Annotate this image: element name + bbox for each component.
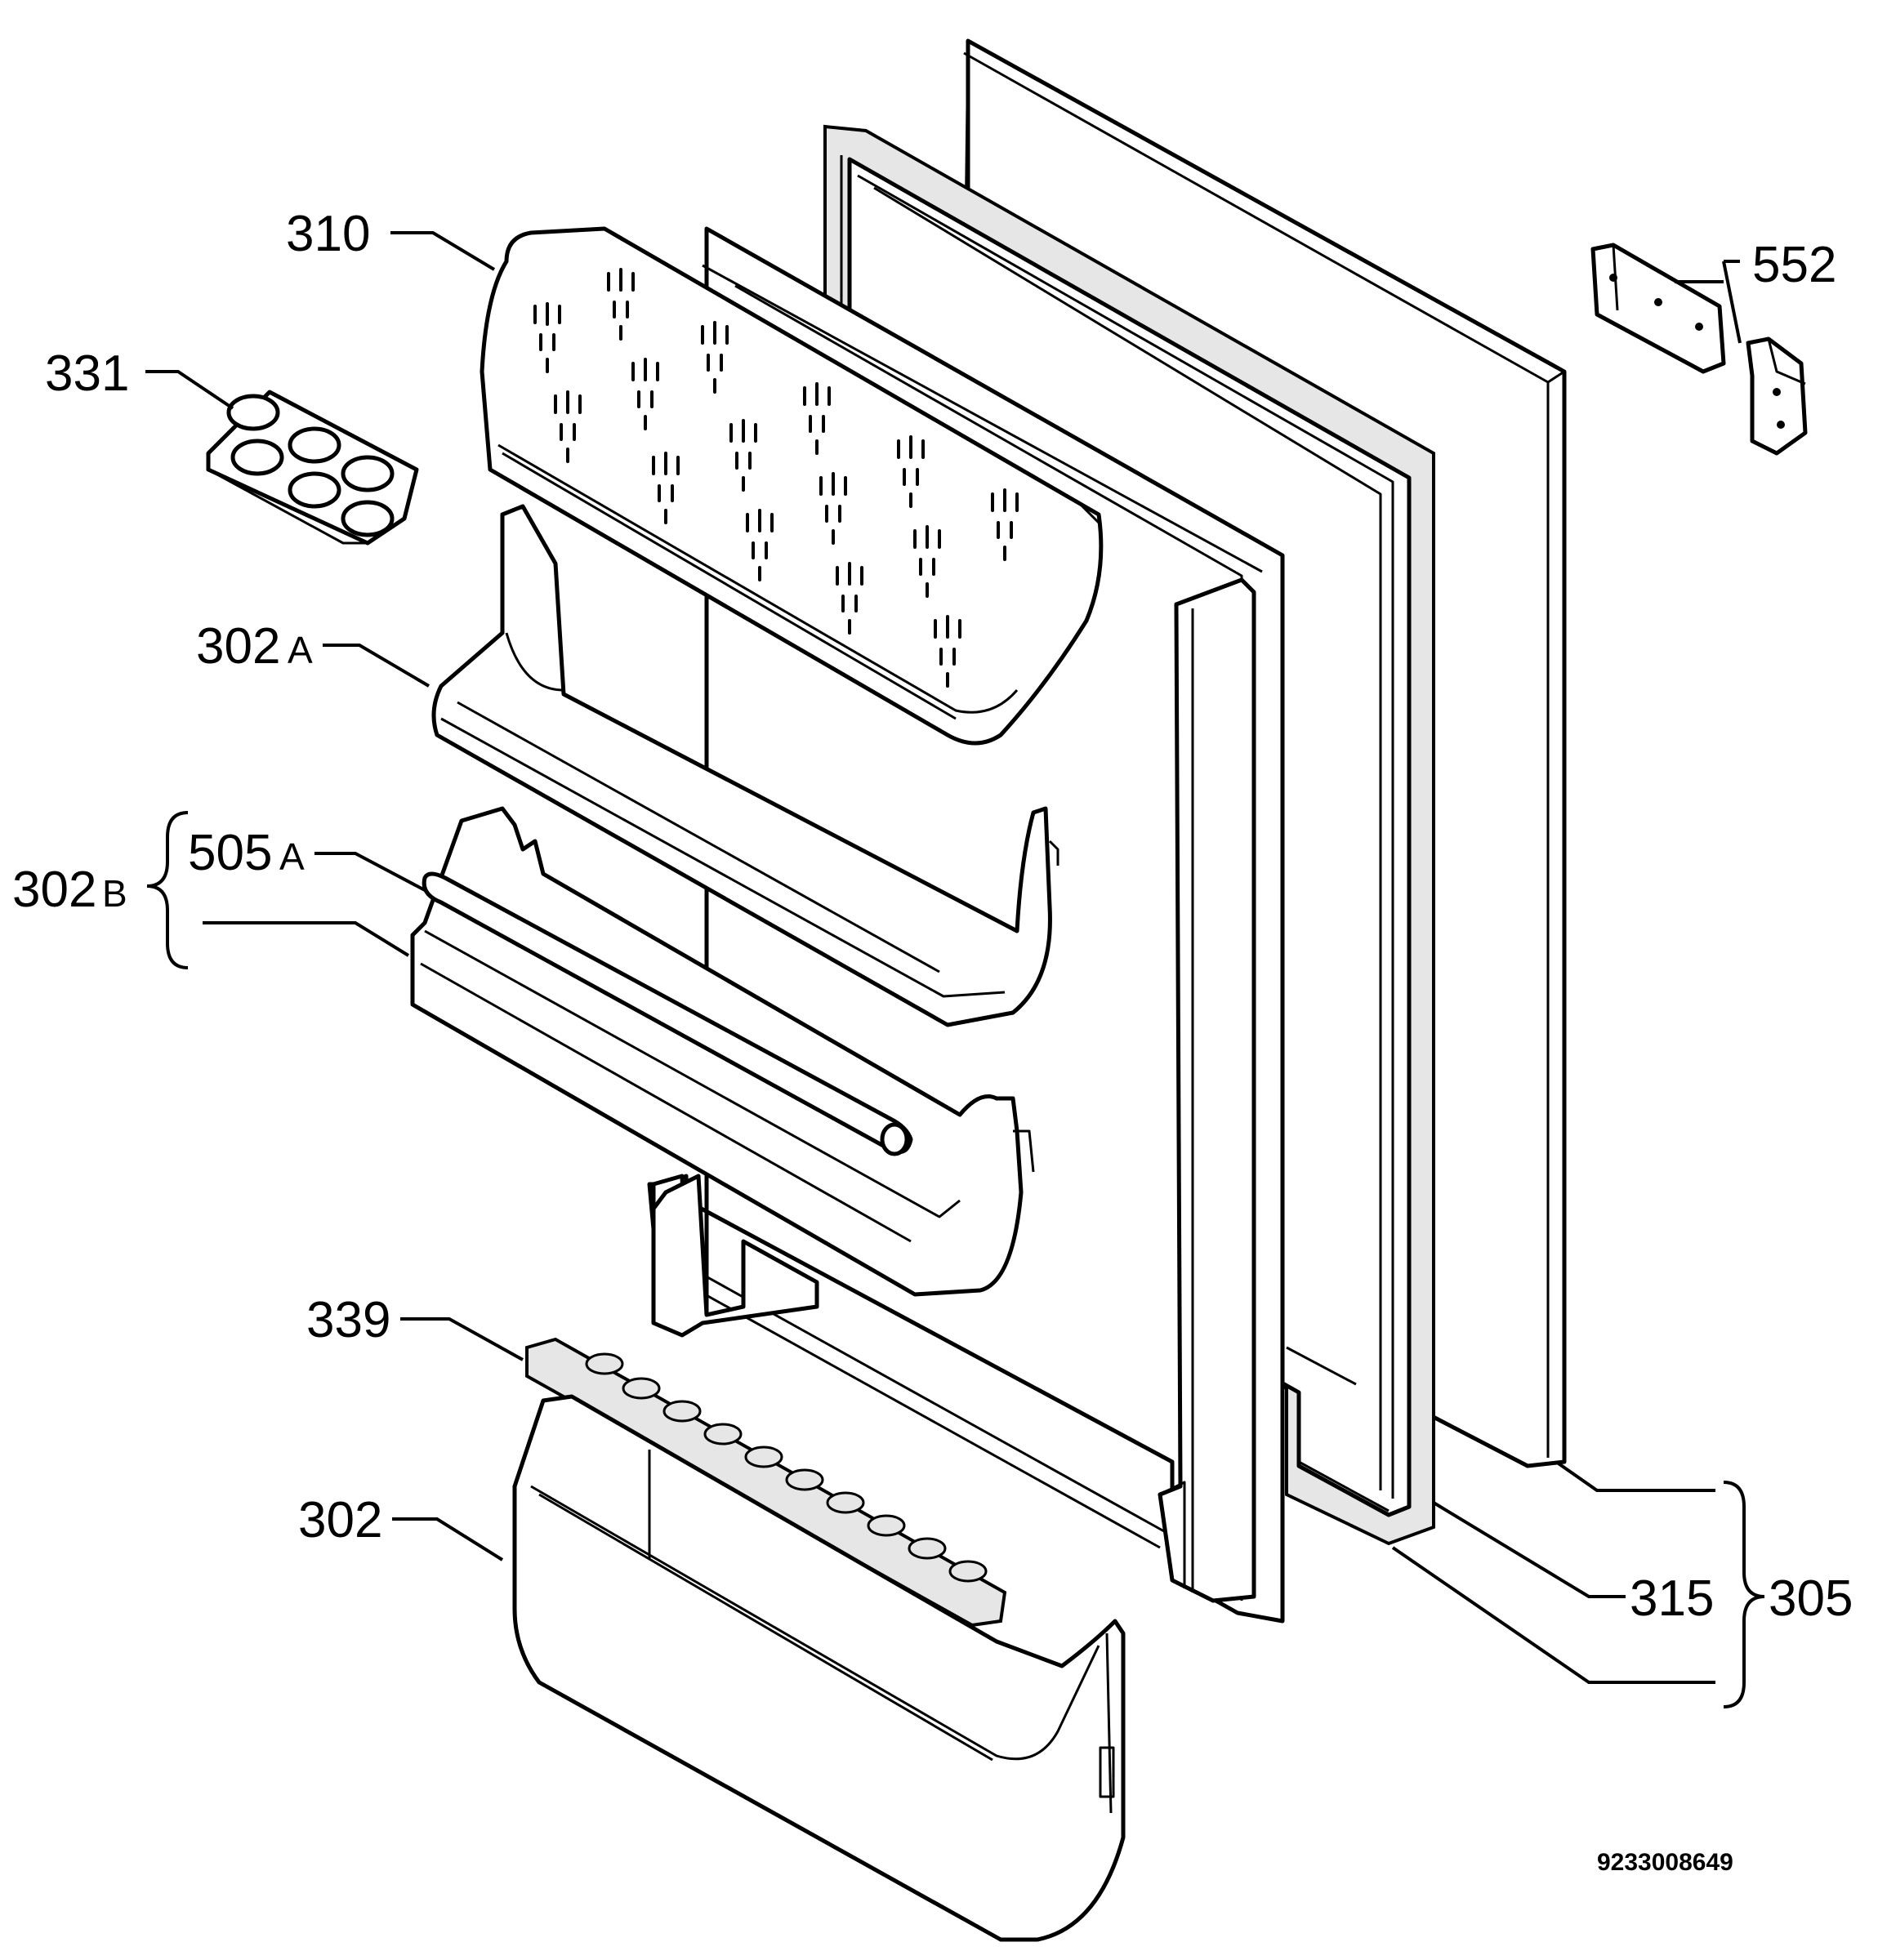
label-302B-suffix: B	[102, 872, 127, 915]
label-310: 310	[286, 206, 370, 262]
label-315: 315	[1630, 1570, 1714, 1627]
lower-frame	[651, 1174, 819, 1338]
label-302A-suffix: A	[288, 629, 313, 671]
bottle-retainer-339	[525, 1337, 1007, 1628]
label-331: 331	[45, 345, 129, 402]
label-505A: 505	[188, 825, 272, 881]
door-shelf-302B	[410, 806, 1035, 1297]
label-305: 305	[1769, 1570, 1853, 1627]
label-552: 552	[1752, 237, 1836, 293]
label-302B: 302	[12, 862, 96, 918]
door-shelf-302A	[431, 504, 1059, 1027]
leader-lines	[145, 231, 1765, 1708]
label-302: 302	[298, 1492, 382, 1548]
label-302A: 302	[196, 618, 280, 675]
drawing-code: 9233008649	[1597, 1849, 1733, 1876]
label-505A-suffix: A	[279, 835, 305, 878]
egg-tray-331	[206, 390, 419, 546]
dairy-cover-310	[480, 226, 1104, 746]
cover-vent-pattern	[533, 268, 1019, 688]
bottle-shelf-302	[512, 1394, 1126, 1942]
hinge-parts-552	[1590, 243, 1808, 456]
label-339: 339	[306, 1292, 390, 1348]
part-labels: 310 331 552 302 A 505 A 302 B 339 302 31…	[12, 206, 1853, 1876]
